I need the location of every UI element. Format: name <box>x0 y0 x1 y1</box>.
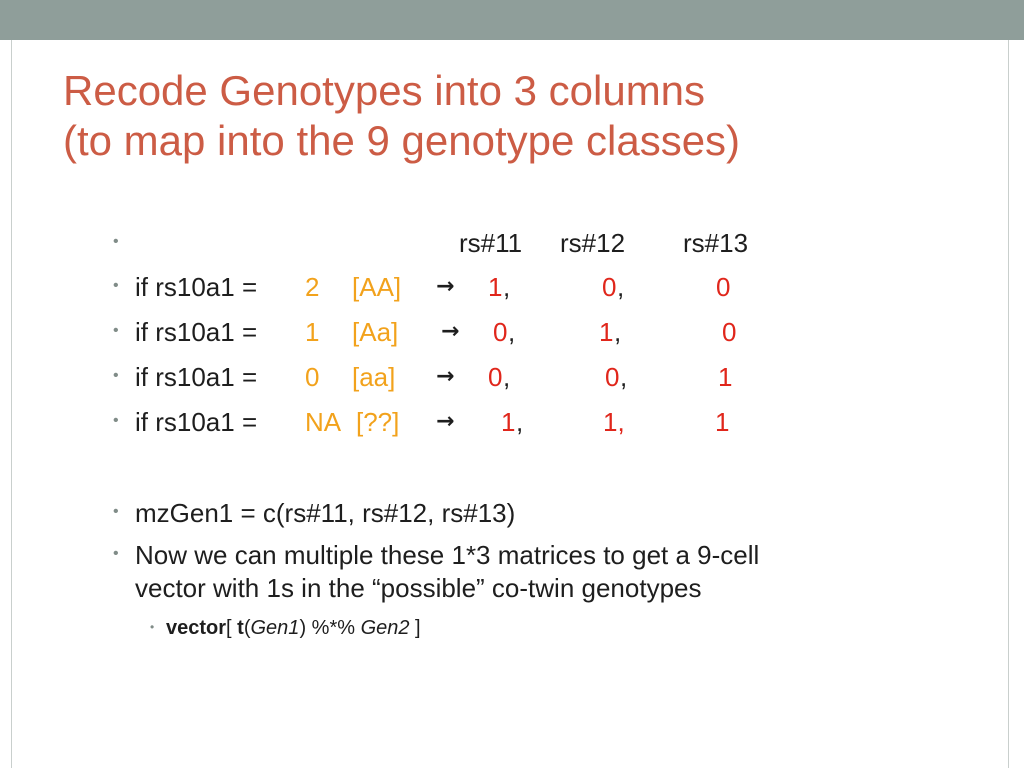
row-het-sep2: , <box>614 317 622 347</box>
bullet-multiply: • <box>113 545 119 562</box>
multiply-line-2: vector with 1s in the “possible” co-twin… <box>135 573 702 603</box>
row-aa-v2: 0 <box>602 272 617 302</box>
row-na-v2: 1, <box>603 407 625 437</box>
mzgen-line: mzGen1 = c(rs#11, rs#12, rs#13) <box>135 498 516 528</box>
row-hom-v1: 0 <box>488 362 503 392</box>
row-aa-v3: 0 <box>716 272 731 302</box>
row-het-prefix: if rs10a1 = <box>135 317 258 347</box>
top-band <box>0 0 1024 40</box>
row-na-v1: 1 <box>501 407 516 437</box>
bullet-row-aa: • <box>113 277 119 294</box>
row-na-prefix: if rs10a1 = <box>135 407 258 437</box>
row-aa-code: 2 <box>305 272 320 302</box>
row-aa-v1: 1 <box>488 272 503 302</box>
row-het-v2: 1 <box>599 317 614 347</box>
formula-close: ] <box>409 617 421 639</box>
sub-bullet-formula: • <box>150 620 155 634</box>
row-het-code: 1 <box>305 317 320 347</box>
header-rs12: rs#12 <box>560 228 626 258</box>
row-het-v3: 0 <box>722 317 737 347</box>
row-hom-v2: 0 <box>605 362 620 392</box>
header-rs13: rs#13 <box>683 228 749 258</box>
row-aa-label: [AA] <box>352 272 402 302</box>
bullet-row-hom: • <box>113 367 119 384</box>
frame-line-left <box>11 40 12 768</box>
formula-paren: ( <box>243 617 251 639</box>
formula-open: [ <box>226 617 238 639</box>
row-aa-arrow-icon: → <box>436 274 455 299</box>
frame-line-right <box>1008 40 1009 768</box>
bullet-header: • <box>113 233 119 250</box>
row-aa-sep2: , <box>617 272 625 302</box>
formula: vector[ t(Gen1) %*% Gen2 ] <box>166 615 421 641</box>
formula-vector: vector <box>166 617 227 639</box>
slide-title: Recode Genotypes into 3 columns (to map … <box>63 66 993 166</box>
row-hom-prefix: if rs10a1 = <box>135 362 258 392</box>
row-hom-code: 0 <box>305 362 320 392</box>
header-rs11: rs#11 <box>459 228 523 258</box>
title-line-1: Recode Genotypes into 3 columns <box>63 67 706 114</box>
row-hom-v3: 1 <box>718 362 733 392</box>
formula-gen2: Gen2 <box>360 617 410 639</box>
bullet-mzgen: • <box>113 503 119 520</box>
formula-op: ) %*% <box>299 617 361 639</box>
row-het-v1: 0 <box>493 317 508 347</box>
row-na-v3: 1 <box>715 407 730 437</box>
bullet-row-na: • <box>113 412 119 429</box>
row-na-arrow-icon: → <box>436 409 455 434</box>
formula-gen1: Gen1 <box>250 617 300 639</box>
row-het-arrow-icon: → <box>441 319 460 344</box>
row-aa-prefix: if rs10a1 = <box>135 272 258 302</box>
row-na-sep1: , <box>516 407 524 437</box>
row-het-sep1: , <box>508 317 516 347</box>
row-hom-sep2: , <box>620 362 628 392</box>
row-hom-arrow-icon: → <box>436 364 455 389</box>
formula-t: t <box>237 617 244 639</box>
row-na-label: [??] <box>356 407 400 437</box>
row-het-label: [Aa] <box>352 317 399 347</box>
row-aa-sep1: , <box>503 272 511 302</box>
bullet-row-het: • <box>113 322 119 339</box>
row-hom-label: [aa] <box>352 362 396 392</box>
multiply-line-1: Now we can multiple these 1*3 matrices t… <box>135 540 760 570</box>
title-line-2: (to map into the 9 genotype classes) <box>63 117 741 164</box>
row-hom-sep1: , <box>503 362 511 392</box>
row-na-code: NA <box>305 407 342 437</box>
